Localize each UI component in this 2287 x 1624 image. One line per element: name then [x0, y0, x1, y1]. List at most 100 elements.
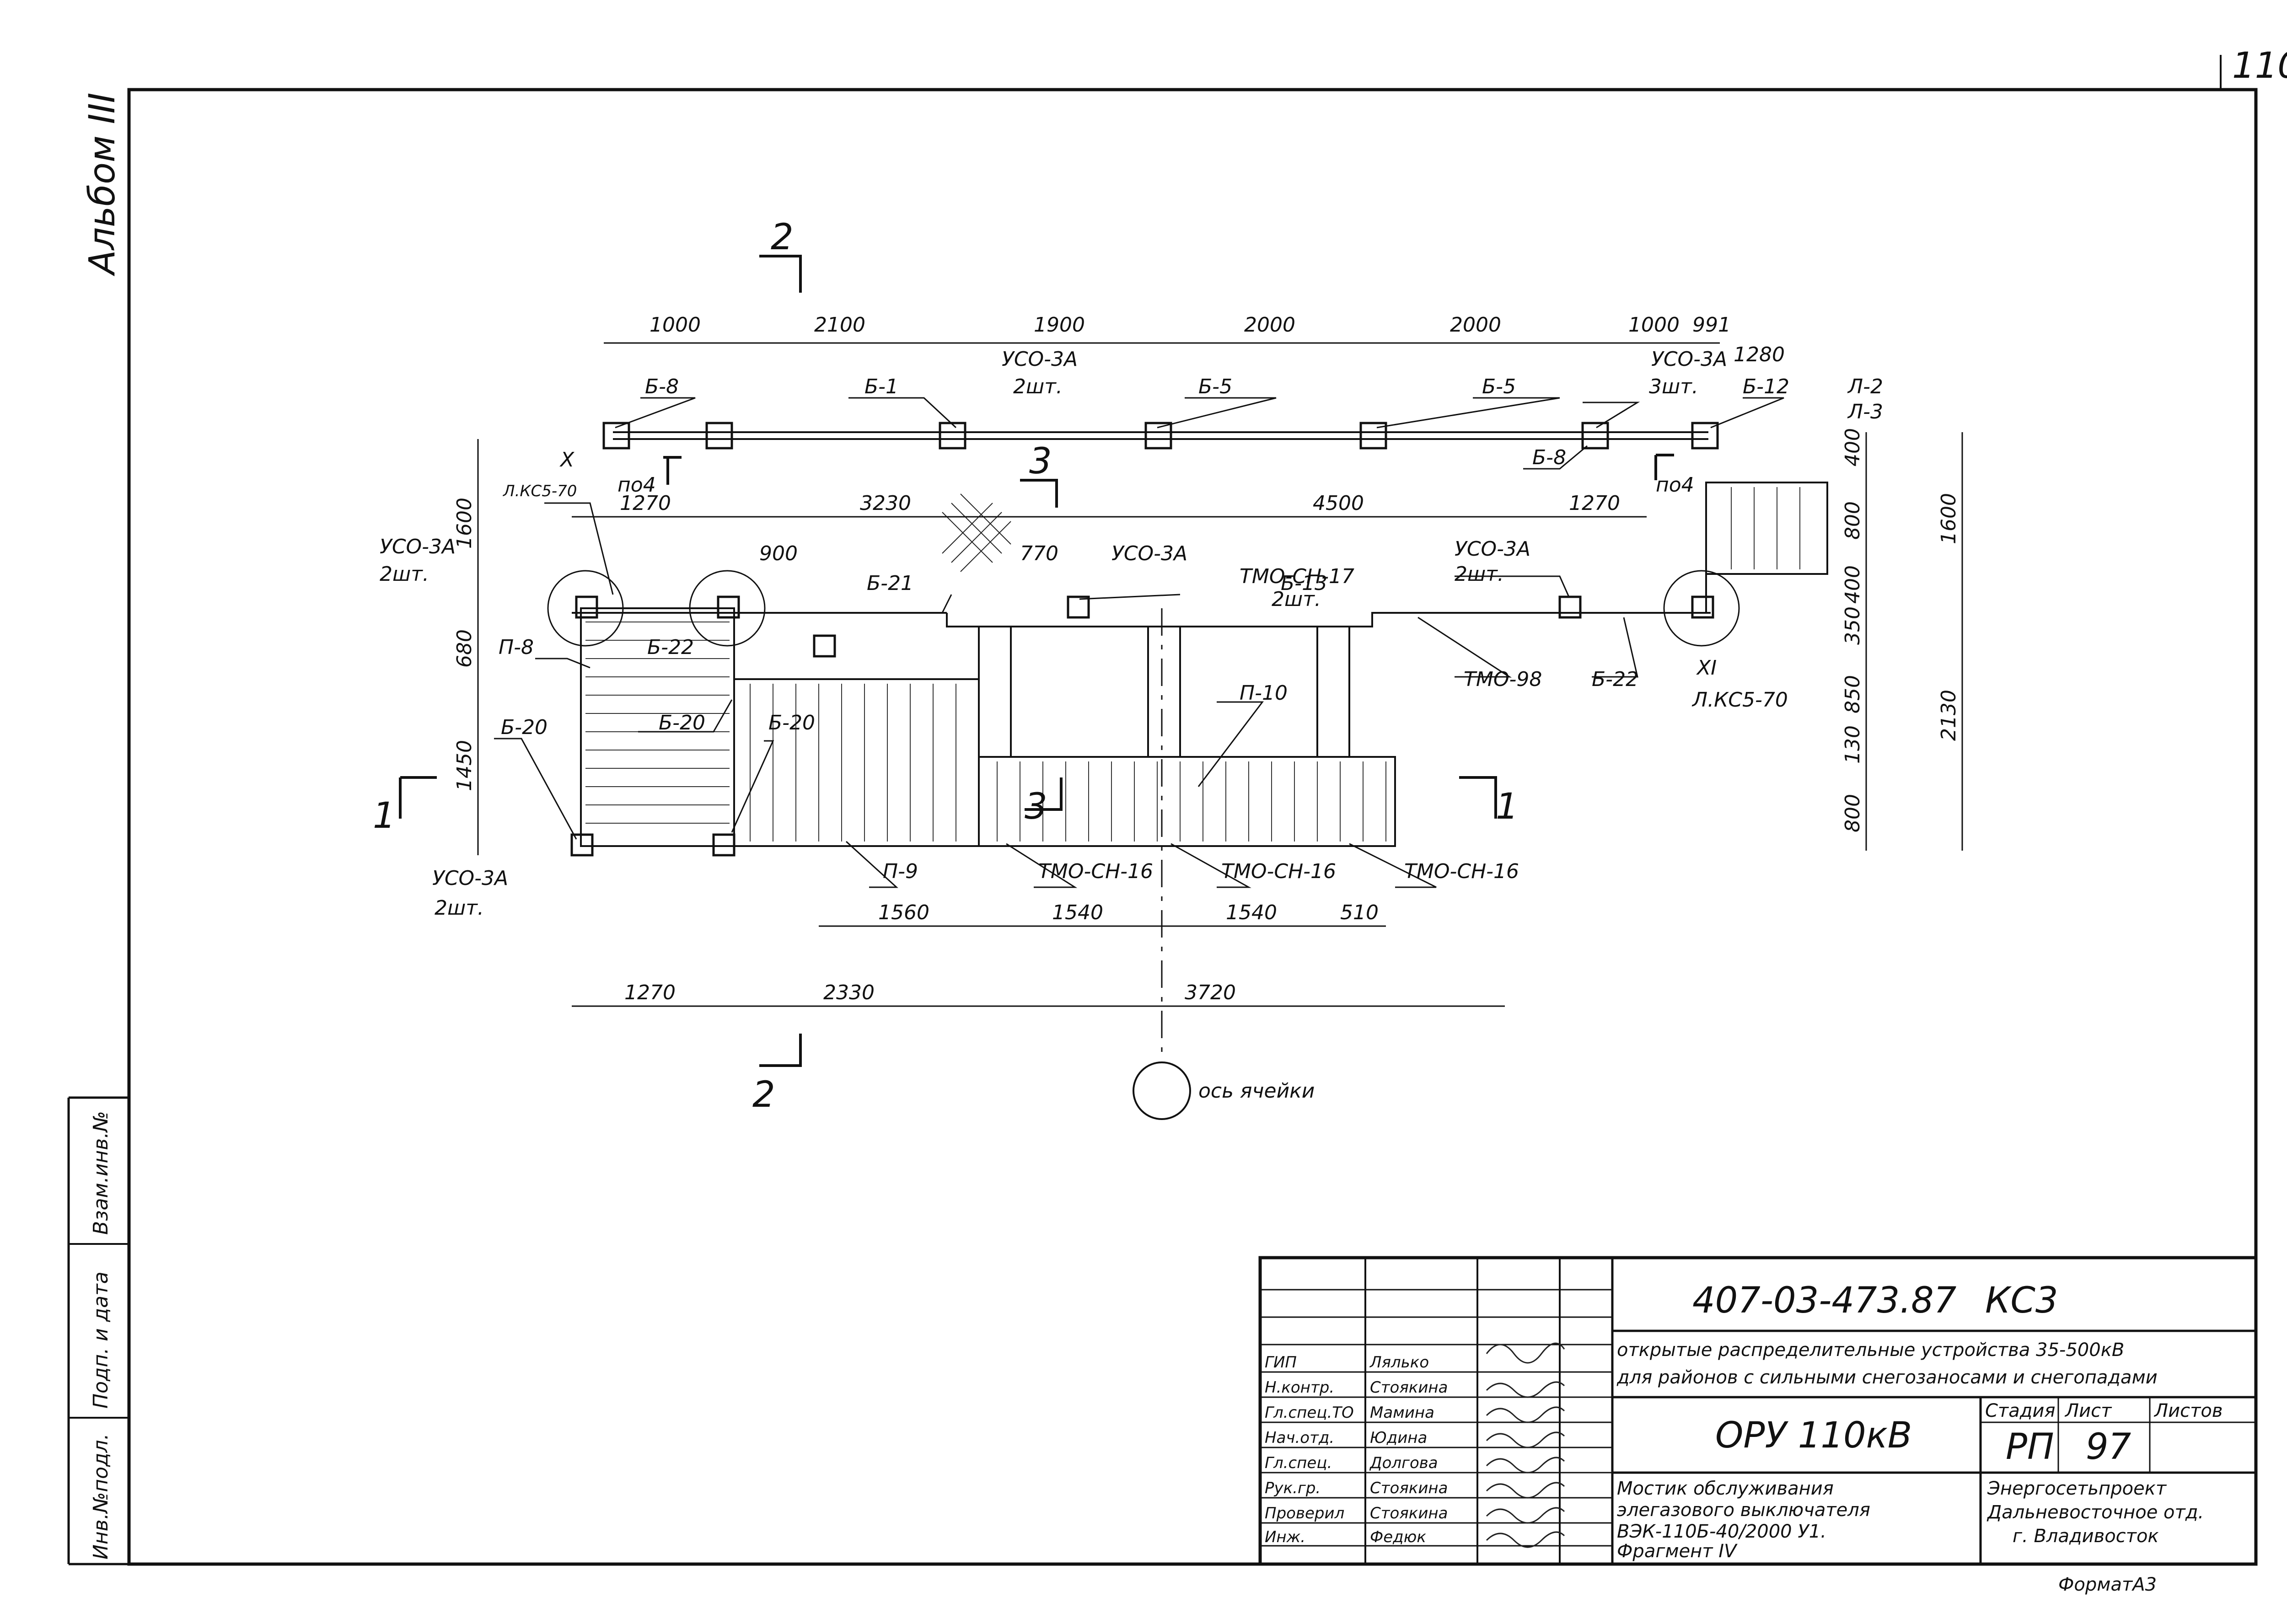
dim-top-2: 2100	[814, 313, 865, 337]
section-2-top: 2	[771, 217, 794, 258]
dim-right-total-1: 1600	[1937, 493, 1960, 544]
label-uso-bot-qty: 2шт.	[435, 896, 484, 920]
tb-project-1: открытые распределительные устройства 35…	[1617, 1340, 2124, 1361]
label-b20c: Б-20	[768, 711, 815, 734]
dim-right-2: 800	[1841, 501, 1864, 540]
dim-right-1: 400	[1841, 428, 1864, 466]
axis-label: ось ячейки	[1198, 1079, 1315, 1103]
tb-role: Проверил	[1265, 1504, 1344, 1522]
tb-drawing-1: Мостик обслуживания	[1617, 1478, 1834, 1499]
label-b8b: Б-8	[1532, 446, 1566, 469]
tb-name: Мамина	[1370, 1404, 1434, 1422]
tb-stage: РП	[2006, 1426, 2054, 1468]
dim-bot2-3: 3720	[1185, 981, 1236, 1004]
page-number: 110	[2232, 45, 2287, 86]
dim-left-small: 1270	[620, 492, 671, 515]
dim-bot1-1: 1560	[878, 901, 929, 924]
tb-name: Стоякина	[1370, 1504, 1448, 1522]
label-p8: П-8	[499, 636, 534, 659]
tb-role: Гл.спец.ТО	[1265, 1404, 1354, 1422]
label-p9: П-9	[883, 860, 918, 883]
tb-org-3: г. Владивосток	[2013, 1526, 2159, 1547]
label-p10: П-10	[1240, 681, 1288, 705]
dim-bot2-1: 1270	[624, 981, 676, 1004]
dim-top-1: 1000	[650, 313, 701, 337]
dim-top-6: 1000	[1628, 313, 1680, 337]
tb-role: Гл.спец.	[1265, 1454, 1332, 1472]
label-uso-mid: УСО-3А	[1111, 542, 1187, 565]
tb-name: Стоякина	[1370, 1479, 1448, 1497]
tb-col-sheets: Листов	[2153, 1400, 2223, 1421]
label-b20b: Б-20	[659, 711, 705, 734]
tb-name: Федюк	[1370, 1528, 1426, 1546]
tb-role: Инж.	[1265, 1528, 1305, 1546]
detail-circles	[547, 570, 1740, 647]
album-label: Альбом III	[82, 92, 123, 277]
dimension-lines	[477, 342, 1963, 1007]
label-uso-right: УСО-3А	[1455, 537, 1530, 561]
label-uso-left-qty: 2шт.	[380, 563, 429, 586]
label-xi-mark: XI	[1696, 656, 1717, 680]
stamp-sign: Подп. и дата	[89, 1271, 113, 1409]
section-marks	[399, 255, 1674, 1067]
tb-col-sheet: Лист	[2064, 1400, 2112, 1421]
dim-bot1-4: 510	[1340, 901, 1379, 924]
dim-inner-1: 3230	[860, 492, 911, 515]
label-tmo16b: ТМО-СН-16	[1221, 860, 1336, 883]
label-l3: Л-3	[1847, 400, 1883, 423]
stamp-replace: Взам.инв.№	[89, 1111, 113, 1235]
stamp-inv: Инв.№подл.	[89, 1433, 113, 1560]
title-block-grid	[1258, 1256, 2258, 1566]
label-b22a: Б-22	[647, 636, 694, 659]
dim-inner-2: 4500	[1313, 492, 1364, 515]
axis-circle	[1133, 1061, 1191, 1120]
dim-right-4: 350	[1841, 606, 1864, 645]
tb-object: ОРУ 110кВ	[1715, 1415, 1912, 1456]
leader-lines	[494, 397, 1784, 888]
label-uso-top1-qty: 2шт.	[1013, 375, 1063, 398]
tb-drawing-3: ВЭК-110Б-40/2000 У1.	[1617, 1521, 1826, 1542]
dim-top-5: 2000	[1450, 313, 1501, 337]
label-po4a: по4	[617, 473, 656, 497]
label-tmo16a: ТМО-СН-16	[1038, 860, 1153, 883]
tb-doc-mark: КС3	[1985, 1280, 2058, 1321]
platform-outline	[572, 431, 1828, 847]
dim-right-5: 850	[1841, 675, 1864, 713]
tb-sheet: 97	[2086, 1426, 2131, 1468]
dim-inner-small-2: 770	[1020, 542, 1058, 565]
label-uso-top1: УСО-3А	[1002, 348, 1078, 371]
tb-doc-code: 407-03-473.87	[1692, 1280, 1956, 1321]
tb-name: Долгова	[1369, 1454, 1438, 1472]
tb-role: Нач.отд.	[1265, 1429, 1334, 1447]
section-2-bottom: 2	[752, 1074, 775, 1115]
dim-left-2: 680	[453, 629, 476, 668]
tb-org-2: Дальневосточное отд.	[1986, 1502, 2204, 1523]
format-label: ФорматА3	[2058, 1574, 2157, 1595]
section-1-left: 1	[373, 795, 396, 836]
label-b13: Б-13	[1281, 572, 1327, 595]
dim-left-1: 1600	[453, 498, 476, 549]
label-uso-right-qty: 2шт.	[1455, 563, 1504, 586]
tb-project-2: для районов с сильными снегозаносами и с…	[1616, 1367, 2158, 1388]
dim-top-3: 1900	[1034, 313, 1085, 337]
label-b1: Б-1	[864, 375, 898, 398]
label-uso-left: УСО-3А	[380, 535, 456, 558]
section-3-top: 3	[1029, 441, 1052, 482]
label-po4b: по4	[1656, 473, 1694, 497]
dim-bot2-2: 2330	[823, 981, 875, 1004]
tb-role: Рук.гр.	[1265, 1479, 1321, 1497]
dim-right-3: 400	[1841, 565, 1864, 604]
dim-right-7: 800	[1841, 794, 1864, 832]
frame	[67, 55, 2258, 1566]
dim-bot1-3: 1540	[1226, 901, 1277, 924]
label-l2: Л-2	[1847, 375, 1883, 398]
section-1-right: 1	[1496, 786, 1519, 827]
label-uso-top2: УСО-3А	[1651, 348, 1727, 371]
label-x-mark: X	[559, 448, 574, 472]
tb-name: Стоякина	[1370, 1378, 1448, 1397]
dim-top-4: 2000	[1244, 313, 1295, 337]
tb-role: Н.контр.	[1265, 1378, 1334, 1397]
insulator-supports	[570, 422, 1719, 857]
label-tmo17: ТМО-СН-17	[1240, 565, 1354, 588]
tb-drawing-4: Фрагмент IV	[1617, 1541, 1738, 1562]
